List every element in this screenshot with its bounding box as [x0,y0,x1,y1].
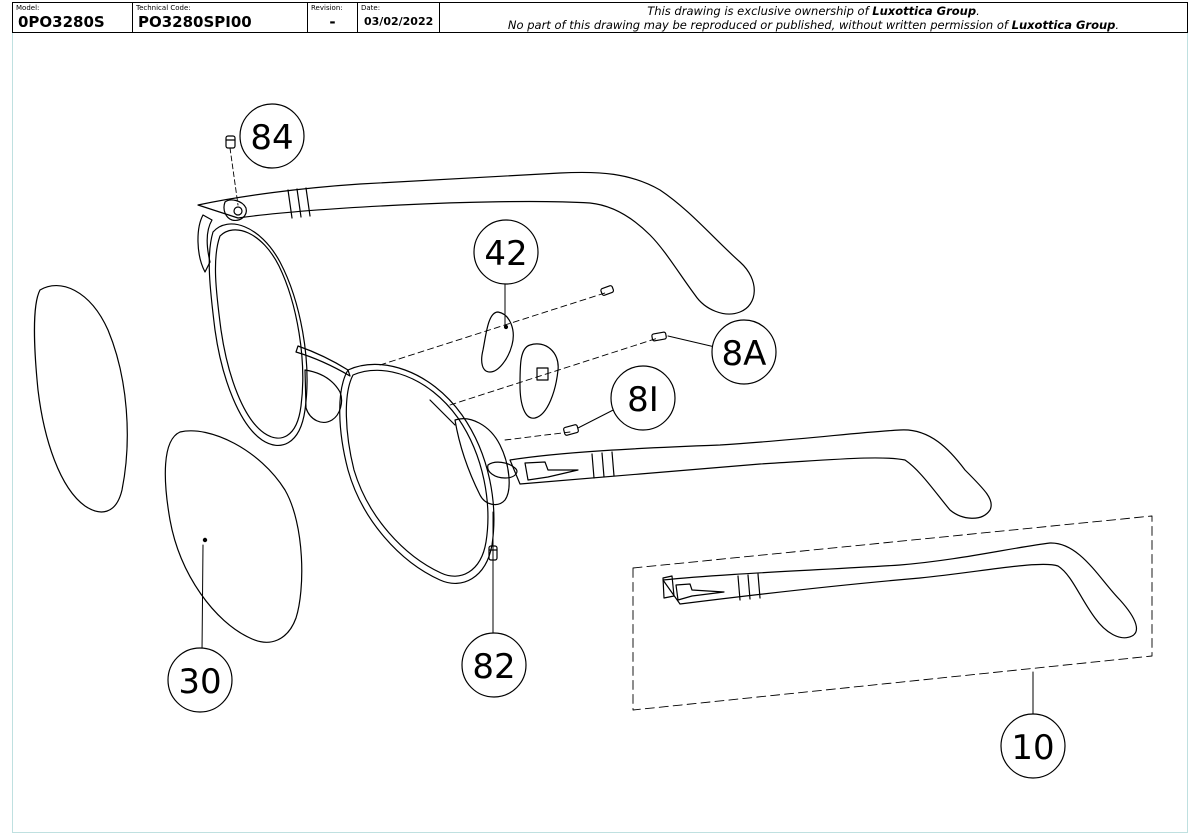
nose-pad-8A [519,343,559,419]
notice-line2-prefix: No part of this drawing may be reproduce… [507,17,1012,32]
model-cell: Model: 0PO3280S [13,3,133,32]
drawing-frame [12,33,1188,833]
screw-82 [488,545,498,561]
ownership-notice-line2: No part of this drawing may be reproduce… [508,18,1119,32]
model-label: Model: [16,4,40,12]
notice-line2-suffix: . [1115,17,1120,32]
nose-pad-42 [481,311,514,373]
revision-cell: Revision: - [308,3,358,32]
back-rim [197,214,308,446]
notice-line1-suffix: . [976,3,980,18]
callout-30-label: 30 [178,662,221,702]
callout-42-label: 42 [484,234,527,274]
callout-84: 84 [239,103,305,169]
model-value: 0PO3280S [18,13,105,31]
back-temple [197,171,755,315]
notice-line2-owner: Luxottica Group [1011,17,1116,32]
notice-line1-owner: Luxottica Group [872,3,977,18]
callout-10-label: 10 [1011,728,1054,768]
technical-code-value: PO3280SPI00 [138,13,252,31]
callout-8A-label: 8A [722,334,767,374]
ownership-notice: This drawing is exclusive ownership of L… [440,3,1187,32]
callout-82-label: 82 [472,647,515,687]
replacement-temple-10 [632,515,1153,711]
callout-82: 82 [461,632,527,698]
callout-42: 42 [473,219,539,285]
hinge-screw-84 [223,135,247,221]
lens-30 [164,430,303,643]
callout-84-label: 84 [250,118,293,158]
notice-line1-prefix: This drawing is exclusive ownership of [647,3,873,18]
assembly-guide-lines [379,291,659,441]
callout-30: 30 [167,647,233,713]
callout-10: 10 [1000,713,1066,779]
title-block: Model: 0PO3280S Technical Code: PO3280SP… [12,2,1188,33]
date-cell: Date: 03/02/2022 [358,3,440,32]
revision-value: - [329,13,336,31]
callout-8I-label: 8I [627,380,659,420]
callout-8A: 8A [711,319,777,385]
technical-code-label: Technical Code: [136,4,191,12]
revision-label: Revision: [311,4,343,12]
lens-left-outline [33,285,128,513]
date-label: Date: [361,4,381,12]
callout-8I: 8I [610,365,676,431]
front-temple [454,418,992,519]
technical-code-cell: Technical Code: PO3280SPI00 [133,3,308,32]
front-rim [339,363,495,584]
date-value: 03/02/2022 [364,15,434,28]
ownership-notice-line1: This drawing is exclusive ownership of L… [647,4,979,18]
leader-lines [201,281,1034,717]
